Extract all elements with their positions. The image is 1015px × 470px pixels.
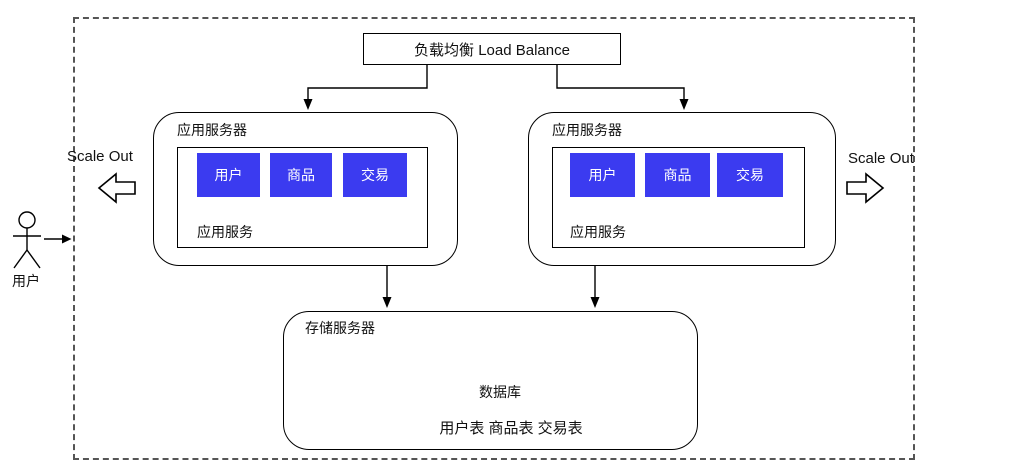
app-server-right-title: 应用服务器: [552, 122, 622, 138]
service-box-product-left: 商品: [270, 153, 332, 197]
user-actor-icon: [13, 211, 41, 269]
service-box-user-left: 用户: [197, 153, 260, 197]
arrowhead-user: [62, 234, 72, 244]
app-server-left-title: 应用服务器: [177, 122, 247, 138]
user-actor-label: 用户: [12, 273, 40, 289]
service-box-trade-right: 交易: [717, 153, 783, 197]
storage-server-box: [283, 311, 698, 450]
scale-out-left-label: Scale Out: [67, 148, 133, 165]
scale-out-right-label: Scale Out: [848, 150, 914, 167]
service-box-user-right: 用户: [570, 153, 635, 197]
database-label: 数据库: [479, 384, 521, 400]
system-boundary: [73, 17, 915, 460]
service-box-trade-left: 交易: [343, 153, 407, 197]
storage-server-title: 存储服务器: [305, 320, 375, 336]
app-service-label-left: 应用服务: [197, 224, 253, 240]
load-balancer-box: 负载均衡 Load Balance: [363, 33, 621, 65]
tables-label: 用户表 商品表 交易表: [439, 420, 583, 437]
load-balancer-label: 负载均衡 Load Balance: [414, 41, 570, 59]
service-box-product-right: 商品: [645, 153, 710, 197]
app-service-label-right: 应用服务: [570, 224, 626, 240]
